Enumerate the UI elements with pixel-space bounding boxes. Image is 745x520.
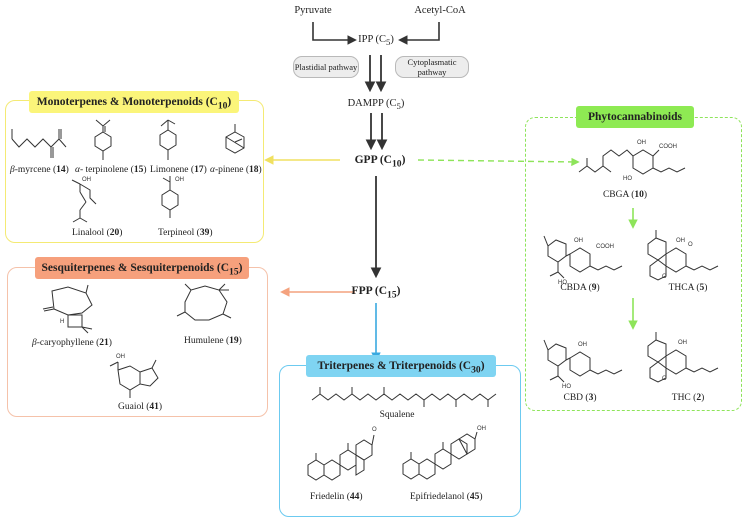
dampp-label: DAMPP (C5)	[347, 98, 405, 112]
limonene-label: Limonene (17)	[150, 165, 207, 175]
cytoplasmatic-pathway-badge: Cytoplasmatic pathway	[395, 56, 469, 78]
pinene-label: α-pinene (18)	[210, 165, 262, 175]
ipp-label: IPP (C5)	[358, 34, 394, 48]
svg-text:HO: HO	[558, 280, 567, 286]
friedelin-label: Friedelin (44)	[310, 492, 363, 502]
svg-text:O: O	[688, 242, 693, 248]
linalool-structure: OH	[71, 177, 97, 223]
thc-label: THC (2)	[671, 393, 705, 403]
plastidial-pathway-badge: Plastidial pathway	[293, 56, 359, 78]
cbda-label: CBDA (9)	[560, 283, 600, 293]
thc-structure: O OH	[647, 332, 719, 383]
cbga-structure: OH COOH HO	[578, 140, 686, 182]
terpinolene-structure	[94, 119, 112, 160]
svg-text:HO: HO	[623, 176, 632, 182]
svg-text:OH: OH	[678, 340, 687, 346]
svg-text:OH: OH	[578, 342, 587, 348]
svg-text:OH: OH	[574, 238, 583, 244]
svg-text:COOH: COOH	[659, 144, 677, 150]
svg-text:OH: OH	[676, 238, 685, 244]
linalool-label: Linalool (20)	[72, 228, 123, 238]
cbd-label: CBD (3)	[563, 393, 597, 403]
terpineol-structure: OH	[161, 176, 184, 218]
friedelin-structure: O	[307, 427, 377, 481]
terpineol-label: Terpineol (39)	[158, 228, 213, 238]
monoterpenes-header: Monoterpenes & Monoterpenoids (C10)	[29, 91, 239, 113]
svg-text:OH: OH	[477, 426, 486, 432]
gpp-label: GPP (C10)	[354, 154, 406, 170]
myrcene-structure	[11, 129, 67, 158]
svg-text:OH: OH	[637, 140, 646, 146]
epifriedelanol-label: Epifriedelanol (45)	[410, 492, 483, 502]
acetyl-coa-label: Acetyl-CoA	[414, 5, 466, 16]
svg-text:COOH: COOH	[596, 244, 614, 250]
sesquiterpenes-header: Sesquiterpenes & Sesquiterpenoids (C15)	[35, 257, 249, 279]
guaiol-label: Guaiol (41)	[118, 402, 163, 412]
cbda-structure: OH COOH HO	[543, 235, 623, 286]
squalene-structure	[311, 387, 497, 407]
caryophyllene-structure: H	[42, 284, 93, 334]
caryophyllene-label: β-caryophyllene (21)	[32, 338, 112, 348]
svg-text:OH: OH	[175, 177, 184, 183]
cbga-label: CBGA (10)	[602, 190, 648, 200]
guaiol-structure: OH	[109, 354, 159, 398]
svg-text:O: O	[372, 427, 377, 433]
svg-text:HO: HO	[562, 384, 571, 390]
phytocannabinoids-header: Phytocannabinoids	[576, 106, 694, 128]
svg-text:H: H	[60, 319, 64, 325]
humulene-label: Humulene (19)	[184, 336, 242, 346]
svg-text:O: O	[662, 274, 667, 280]
svg-text:OH: OH	[82, 177, 91, 183]
svg-text:OH: OH	[116, 354, 125, 360]
svg-text:O: O	[662, 376, 667, 382]
myrcene-label: β-myrcene (14)	[10, 165, 69, 175]
squalene-label: Squalene	[379, 410, 415, 420]
pyruvate-label: Pyruvate	[294, 5, 332, 16]
humulene-structure	[176, 283, 232, 321]
epifriedelanol-structure: OH	[402, 426, 486, 480]
thca-label: THCA (5)	[668, 283, 708, 293]
fpp-label: FPP (C15)	[351, 285, 401, 301]
triterpenes-header: Triterpenes & Triterpenoids (C30)	[306, 355, 496, 377]
terpinolene-label: α- terpinolene (15)	[75, 165, 147, 175]
cbd-structure: OH HO	[543, 339, 623, 390]
thca-structure: O OH O	[647, 230, 719, 281]
limonene-structure	[159, 119, 177, 160]
pinene-structure	[225, 124, 245, 154]
